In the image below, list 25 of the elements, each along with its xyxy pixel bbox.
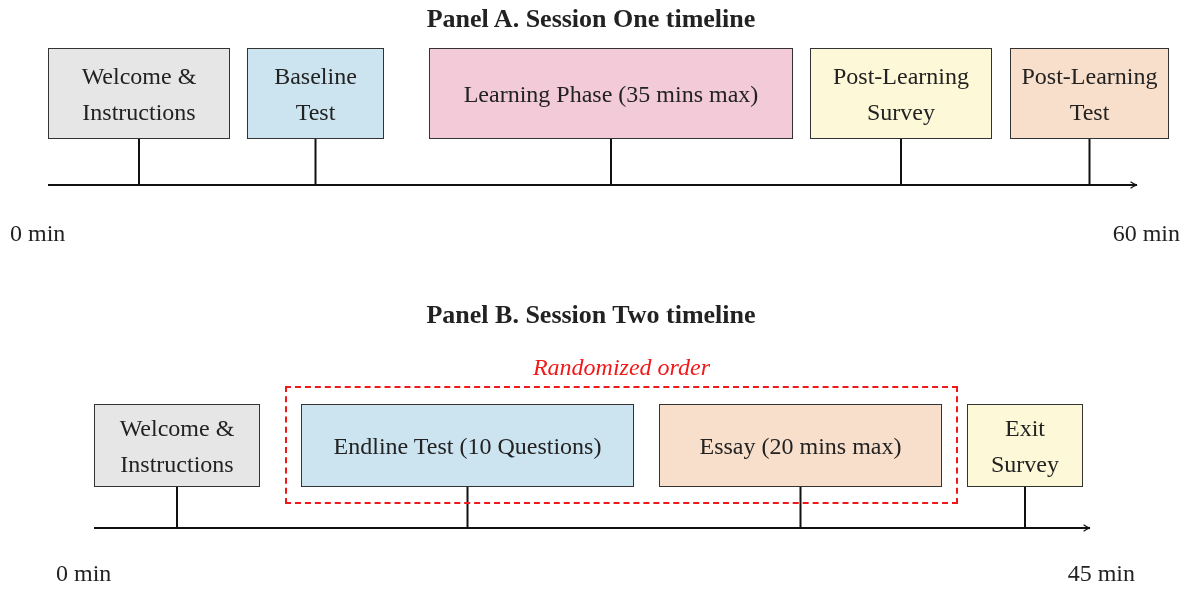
event-box: Welcome & Instructions [48, 48, 230, 139]
panel-title: Panel A. Session One timeline [426, 4, 756, 34]
time-label: 60 min [1112, 220, 1180, 247]
time-label: 45 min [1067, 560, 1135, 587]
time-label: 0 min [56, 560, 112, 587]
connector-line [610, 138, 612, 186]
connector-line [799, 486, 802, 529]
event-box: Post-Learning Survey [810, 48, 992, 139]
event-box: Baseline Test [247, 48, 384, 139]
event-box: Endline Test (10 Questions) [301, 404, 634, 487]
connector-line [900, 138, 902, 186]
connector-line [1024, 486, 1026, 529]
connector-line [466, 486, 469, 529]
connector-line [1088, 138, 1091, 186]
event-box: Essay (20 mins max) [659, 404, 942, 487]
event-box: Learning Phase (35 mins max) [429, 48, 793, 139]
event-box: Exit Survey [967, 404, 1083, 487]
connector-line [138, 138, 140, 186]
connector-line [176, 486, 178, 529]
event-box: Welcome & Instructions [94, 404, 260, 487]
connector-line [314, 138, 317, 186]
time-label: 0 min [10, 220, 66, 247]
event-box: Post-Learning Test [1010, 48, 1169, 139]
panel-title: Panel B. Session Two timeline [426, 300, 756, 330]
group-title: Randomized order [531, 353, 712, 382]
